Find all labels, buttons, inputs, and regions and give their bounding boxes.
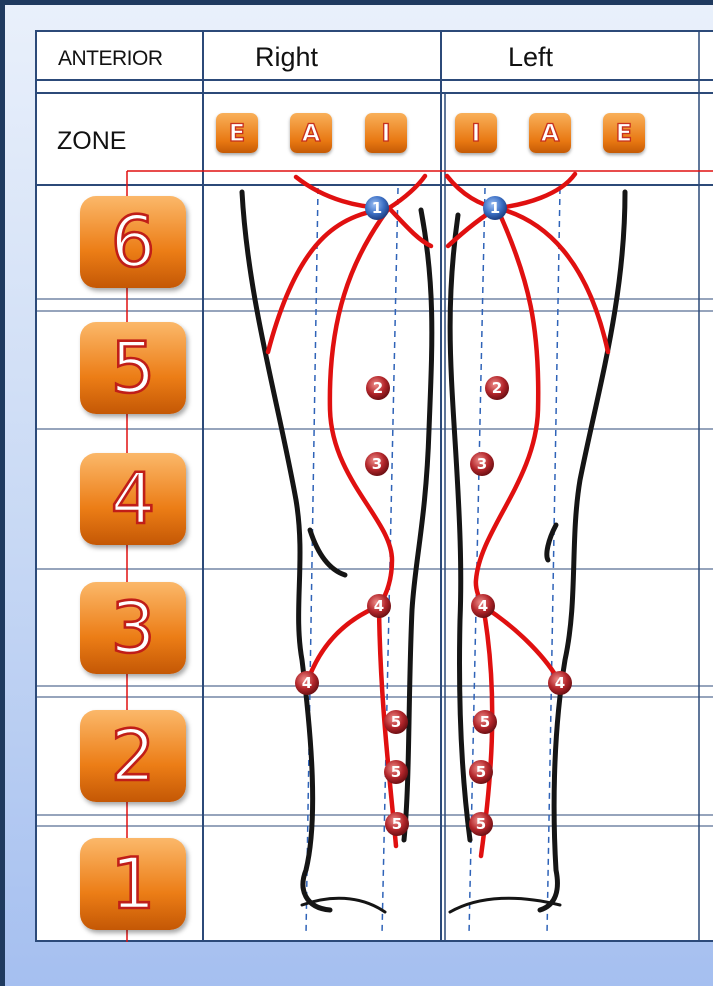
zone-button-left-e[interactable]: E	[603, 113, 645, 153]
svg-text:5: 5	[476, 763, 486, 781]
svg-text:5: 5	[480, 713, 490, 731]
svg-text:1: 1	[372, 199, 382, 217]
right-side-label: Right	[255, 42, 318, 73]
svg-text:4: 4	[555, 674, 565, 692]
svg-text:4: 4	[302, 674, 312, 692]
marker-5-right-upper: 5	[384, 710, 408, 734]
svg-text:5: 5	[391, 713, 401, 731]
zone-label: ZONE	[57, 127, 126, 156]
marker-5-left-middle: 5	[469, 760, 493, 784]
svg-text:1: 1	[490, 199, 500, 217]
marker-4-right-outer: 4	[295, 671, 319, 695]
marker-2-right: 2	[366, 376, 390, 400]
zone-button-right-i[interactable]: I	[365, 113, 407, 153]
zone-button-right-e[interactable]: E	[216, 113, 258, 153]
zone-number-6-button[interactable]: 6	[80, 196, 186, 288]
svg-text:5: 5	[392, 815, 402, 833]
marker-4-right-knee: 4	[367, 594, 391, 618]
marker-5-right-lower: 5	[385, 812, 409, 836]
svg-text:2: 2	[373, 379, 383, 397]
marker-2-left: 2	[485, 376, 509, 400]
zone-number-2-button[interactable]: 2	[80, 710, 186, 802]
svg-text:3: 3	[477, 455, 487, 473]
svg-text:2: 2	[492, 379, 502, 397]
zone-button-right-a[interactable]: A	[290, 113, 332, 153]
svg-text:5: 5	[391, 763, 401, 781]
marker-3-left: 3	[470, 452, 494, 476]
marker-4-left-knee: 4	[471, 594, 495, 618]
view-label: ANTERIOR	[58, 47, 163, 71]
left-side-label: Left	[508, 42, 553, 73]
marker-4-left-outer: 4	[548, 671, 572, 695]
svg-text:4: 4	[374, 597, 384, 615]
zone-button-left-i[interactable]: I	[455, 113, 497, 153]
leg-outlines	[242, 192, 625, 912]
svg-text:5: 5	[476, 815, 486, 833]
zone-number-1-button[interactable]: 1	[80, 838, 186, 930]
marker-1-left: 1	[483, 196, 507, 220]
markers: 1 1 2 2 3 3 4 4 4 4 5 5 5 5 5 5	[295, 196, 572, 836]
marker-5-right-middle: 5	[384, 760, 408, 784]
marker-5-left-upper: 5	[473, 710, 497, 734]
zone-number-5-button[interactable]: 5	[80, 322, 186, 414]
marker-1-right: 1	[365, 196, 389, 220]
svg-text:4: 4	[478, 597, 488, 615]
zone-number-3-button[interactable]: 3	[80, 582, 186, 674]
marker-5-left-lower: 5	[469, 812, 493, 836]
marker-3-right: 3	[365, 452, 389, 476]
zone-number-4-button[interactable]: 4	[80, 453, 186, 545]
zone-button-left-a[interactable]: A	[529, 113, 571, 153]
svg-text:3: 3	[372, 455, 382, 473]
